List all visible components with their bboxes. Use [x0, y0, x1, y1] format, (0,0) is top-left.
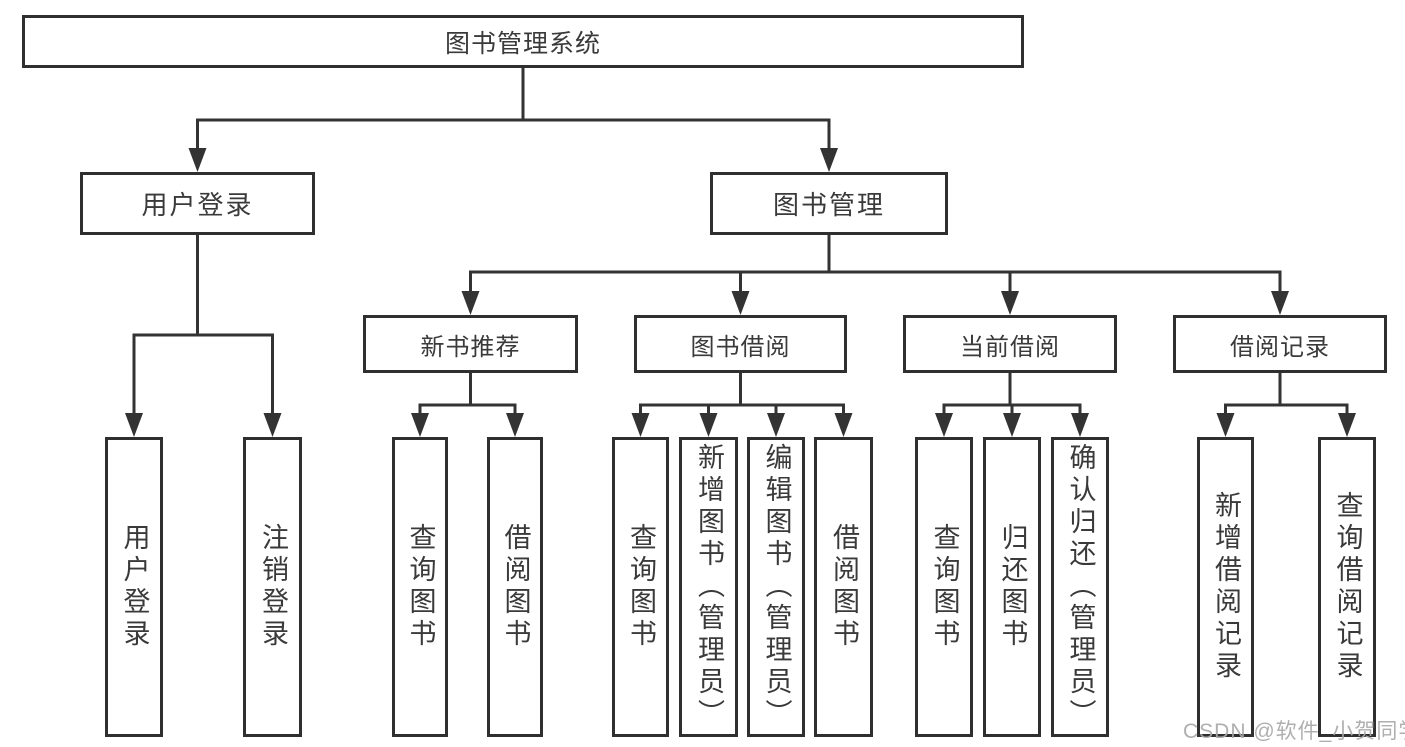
node-book-borrow: 图书借阅 [634, 315, 847, 373]
leaf-label: 查询图书 [405, 523, 436, 651]
csdn-watermark: CSDN @软件_小贺同学 [1183, 720, 1405, 743]
leaf-label: 确认归还（管理员） [1065, 443, 1096, 731]
leaf-label: 归还图书 [997, 523, 1028, 651]
connector-book-mgmt-to-level3 [461, 235, 1289, 315]
node-new-book-recommend: 新书推荐 [363, 315, 578, 373]
node-library-management-system: 图书管理系统 [22, 15, 1024, 68]
connector-book-borrow-to-leaves [631, 373, 853, 437]
leaf-label: 用户登录 [119, 523, 150, 651]
node-leaf-edit-book-admin: 编辑图书（管理员） [747, 437, 805, 737]
leaf-label: 查询借阅记录 [1332, 491, 1363, 683]
node-leaf-add-borrow-record: 新增借阅记录 [1197, 437, 1254, 737]
node-leaf-confirm-return-admin: 确认归还（管理员） [1051, 437, 1109, 737]
node-book-management: 图书管理 [710, 172, 948, 235]
node-leaf-query-borrow-record: 查询借阅记录 [1318, 437, 1376, 737]
leaf-label: 新增借阅记录 [1211, 491, 1241, 683]
node-leaf-logout: 注销登录 [243, 437, 302, 737]
leaf-label: 编辑图书（管理员） [761, 443, 792, 731]
leaf-label: 新增图书（管理员） [694, 443, 724, 731]
connector-current-borrow-to-leaves [935, 373, 1089, 437]
connector-root-to-level2 [188, 68, 838, 172]
node-leaf-add-book-admin: 新增图书（管理员） [679, 437, 738, 737]
connector-new-book-to-leaves [411, 373, 524, 437]
node-leaf-query-books-2: 查询图书 [612, 437, 669, 737]
leaf-label: 查询图书 [626, 523, 656, 651]
node-current-borrow: 当前借阅 [903, 315, 1117, 373]
node-borrow-records: 借阅记录 [1173, 315, 1387, 373]
connector-borrow-records-to-leaves [1216, 373, 1356, 437]
node-leaf-return-book: 归还图书 [983, 437, 1041, 737]
node-leaf-query-books-1: 查询图书 [392, 437, 448, 737]
node-user-login: 用户登录 [80, 172, 315, 235]
node-leaf-query-books-3: 查询图书 [915, 437, 973, 737]
leaf-label: 借阅图书 [500, 523, 531, 651]
leaf-label: 查询图书 [929, 523, 960, 651]
connector-user-login-to-leaves [125, 235, 282, 437]
node-leaf-borrow-books-2: 借阅图书 [814, 437, 873, 737]
node-leaf-borrow-books-1: 借阅图书 [487, 437, 543, 737]
leaf-label: 借阅图书 [829, 523, 859, 651]
leaf-label: 注销登录 [258, 523, 288, 651]
node-leaf-user-login: 用户登录 [105, 437, 163, 737]
